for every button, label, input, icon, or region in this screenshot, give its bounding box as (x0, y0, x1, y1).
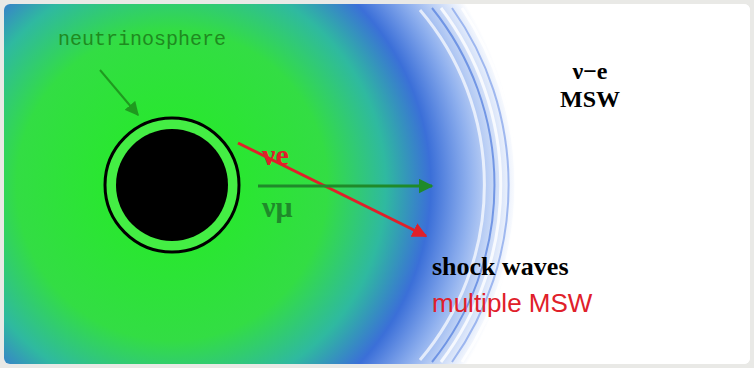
shock-label: shock waves (432, 252, 569, 282)
neutrino-label: νe (262, 138, 289, 172)
leader-line (100, 70, 138, 115)
neutrino-label: νμ (262, 190, 292, 224)
proto-neutron-star (116, 129, 228, 241)
gradient-ground (4, 4, 750, 364)
shock-label: multiple MSW (432, 288, 592, 319)
neutrinosphere-ring (105, 118, 239, 252)
region-label: neutrinosphere (58, 28, 226, 51)
panel (4, 4, 750, 364)
msw-label: ν−e MSW (560, 58, 620, 113)
muon-neutrino-arrow (258, 185, 432, 188)
